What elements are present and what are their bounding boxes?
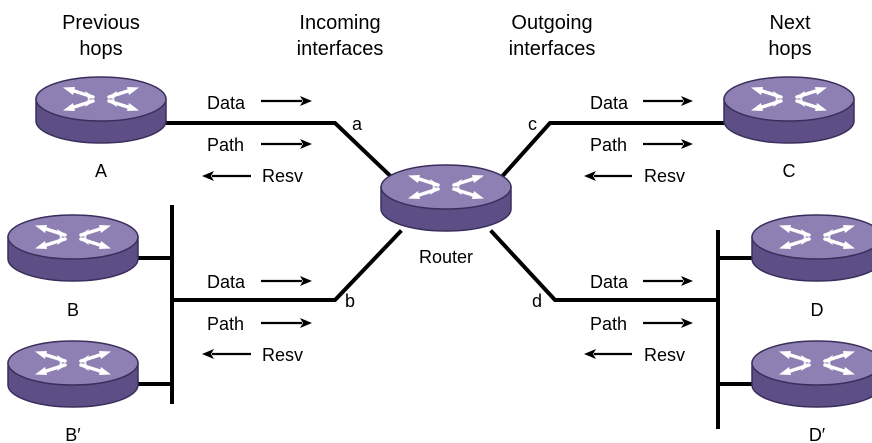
- interface-a-label: a: [352, 114, 363, 134]
- msg-data-upper-right: Data: [590, 93, 629, 113]
- msg-data-upper-left: Data: [207, 93, 246, 113]
- arrow-resv-upper-left: [202, 171, 251, 181]
- msg-path-upper-left: Path: [207, 135, 244, 155]
- router-d-prime-label: D′: [809, 425, 826, 443]
- router-b-label: B: [67, 300, 79, 320]
- header-previous-hops-line2: hops: [79, 38, 122, 60]
- header-outgoing-interfaces-line1: Outgoing: [511, 12, 592, 34]
- msg-resv-lower-right: Resv: [644, 345, 685, 365]
- msg-resv-upper-right: Resv: [644, 166, 685, 186]
- header-incoming-interfaces-line1: Incoming: [299, 12, 380, 34]
- header-next-hops-line1: Next: [769, 12, 811, 34]
- router-c-label: C: [783, 161, 796, 181]
- msg-resv-upper-left: Resv: [262, 166, 303, 186]
- arrow-path-lower-left: [261, 318, 312, 328]
- arrow-resv-lower-right: [584, 349, 632, 359]
- arrow-path-upper-left: [261, 139, 312, 149]
- interface-d-label: d: [532, 291, 542, 311]
- header-outgoing-interfaces-line2: interfaces: [509, 38, 596, 60]
- msg-path-lower-right: Path: [590, 314, 627, 334]
- interface-c-label: c: [528, 114, 537, 134]
- link-c: [487, 121, 732, 193]
- router-center-icon: [379, 163, 513, 233]
- arrow-data-upper-left: [261, 96, 312, 106]
- router-b-icon: [6, 213, 140, 283]
- arrow-resv-lower-left: [202, 349, 251, 359]
- router-c-icon: [722, 75, 856, 145]
- router-d-prime-icon: [750, 339, 872, 409]
- msg-path-upper-right: Path: [590, 135, 627, 155]
- header-next-hops-line2: hops: [768, 38, 811, 60]
- router-d-label: D: [811, 300, 824, 320]
- arrow-data-lower-right: [643, 276, 693, 286]
- interface-b-label: b: [345, 291, 355, 311]
- arrow-path-upper-right: [643, 139, 693, 149]
- link-a: [158, 121, 408, 193]
- router-b-prime-label: B′: [65, 425, 81, 443]
- msg-data-lower-right: Data: [590, 272, 629, 292]
- arrow-data-upper-right: [643, 96, 693, 106]
- msg-data-lower-left: Data: [207, 272, 246, 292]
- link-d: [489, 229, 720, 302]
- arrow-path-lower-right: [643, 318, 693, 328]
- router-b-prime-icon: [6, 339, 140, 409]
- msg-resv-lower-left: Resv: [262, 345, 303, 365]
- router-center-label: Router: [419, 247, 473, 267]
- msg-path-lower-left: Path: [207, 314, 244, 334]
- router-a-icon: [34, 75, 168, 145]
- link-b: [170, 229, 403, 302]
- header-incoming-interfaces-line2: interfaces: [297, 38, 384, 60]
- router-d-icon: [750, 213, 872, 283]
- header-previous-hops-line1: Previous: [62, 12, 140, 34]
- router-a-label: A: [95, 161, 107, 181]
- arrow-resv-upper-right: [584, 171, 632, 181]
- arrow-data-lower-left: [261, 276, 312, 286]
- wires: [133, 121, 754, 429]
